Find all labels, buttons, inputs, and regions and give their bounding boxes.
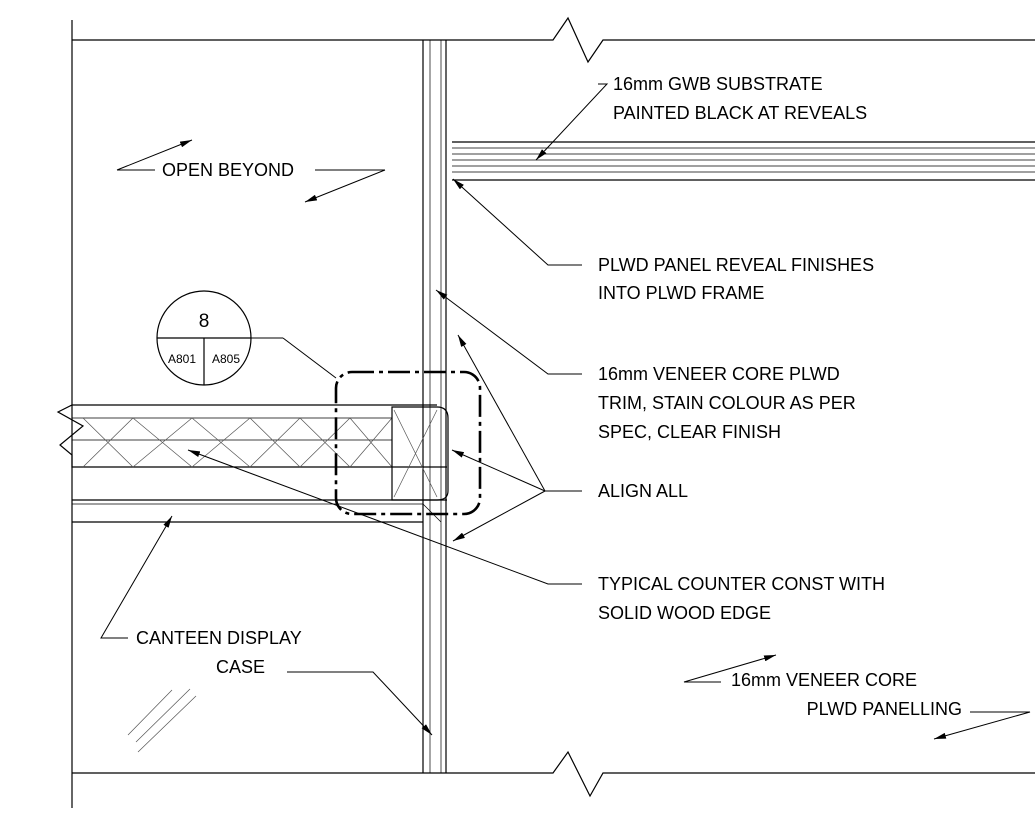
panel-reveal-line2: INTO PLWD FRAME xyxy=(598,283,764,303)
detail-tag-number: 8 xyxy=(199,311,210,332)
panelling-line1: 16mm VENEER CORE xyxy=(731,670,917,690)
detail-tag: 8 A801 A805 xyxy=(156,290,337,386)
counter-line2: SOLID WOOD EDGE xyxy=(598,603,771,623)
trim-line2: TRIM, STAIN COLOUR AS PER xyxy=(598,393,856,413)
open-beyond-text: OPEN BEYOND xyxy=(162,160,294,180)
glass-indicator xyxy=(127,688,197,753)
gwb-note-line1: 16mm GWB SUBSTRATE xyxy=(613,74,823,94)
align-all-text: ALIGN ALL xyxy=(598,481,688,501)
gwb-substrate-band xyxy=(452,141,1035,181)
gwb-note: 16mm GWB SUBSTRATE PAINTED BLACK AT REVE… xyxy=(535,74,867,161)
open-beyond-note: OPEN BEYOND xyxy=(116,139,386,203)
detail-callout-boundary xyxy=(334,370,482,516)
gwb-note-line2: PAINTED BLACK AT REVEALS xyxy=(613,103,867,123)
trim-line3: SPEC, CLEAR FINISH xyxy=(598,422,781,442)
display-case-top xyxy=(72,499,447,523)
solid-wood-edge xyxy=(391,406,449,501)
bottom-wall-line-break xyxy=(72,750,1035,798)
trim-line1: 16mm VENEER CORE PLWD xyxy=(598,364,840,384)
display-case-line2: CASE xyxy=(216,657,265,677)
counter-note: TYPICAL COUNTER CONST WITH SOLID WOOD ED… xyxy=(187,449,885,623)
display-case-note: CANTEEN DISPLAY CASE xyxy=(100,515,433,736)
panel-reveal-note: PLWD PANEL REVEAL FINISHES INTO PLWD FRA… xyxy=(452,178,874,303)
panelling-line2: PLWD PANELLING xyxy=(807,699,962,719)
counter-line1: TYPICAL COUNTER CONST WITH xyxy=(598,574,885,594)
panel-reveal-line1: PLWD PANEL REVEAL FINISHES xyxy=(598,255,874,275)
counter-top xyxy=(56,404,447,468)
detail-tag-ref-right: A805 xyxy=(212,352,240,366)
display-case-line1: CANTEEN DISPLAY xyxy=(136,628,302,648)
panelling-note: 16mm VENEER CORE PLWD PANELLING xyxy=(683,654,1031,740)
align-all-note: ALIGN ALL xyxy=(451,334,688,542)
trim-note: 16mm VENEER CORE PLWD TRIM, STAIN COLOUR… xyxy=(435,289,856,442)
top-wall-line-break xyxy=(72,16,1035,64)
detail-tag-ref-left: A801 xyxy=(168,352,196,366)
